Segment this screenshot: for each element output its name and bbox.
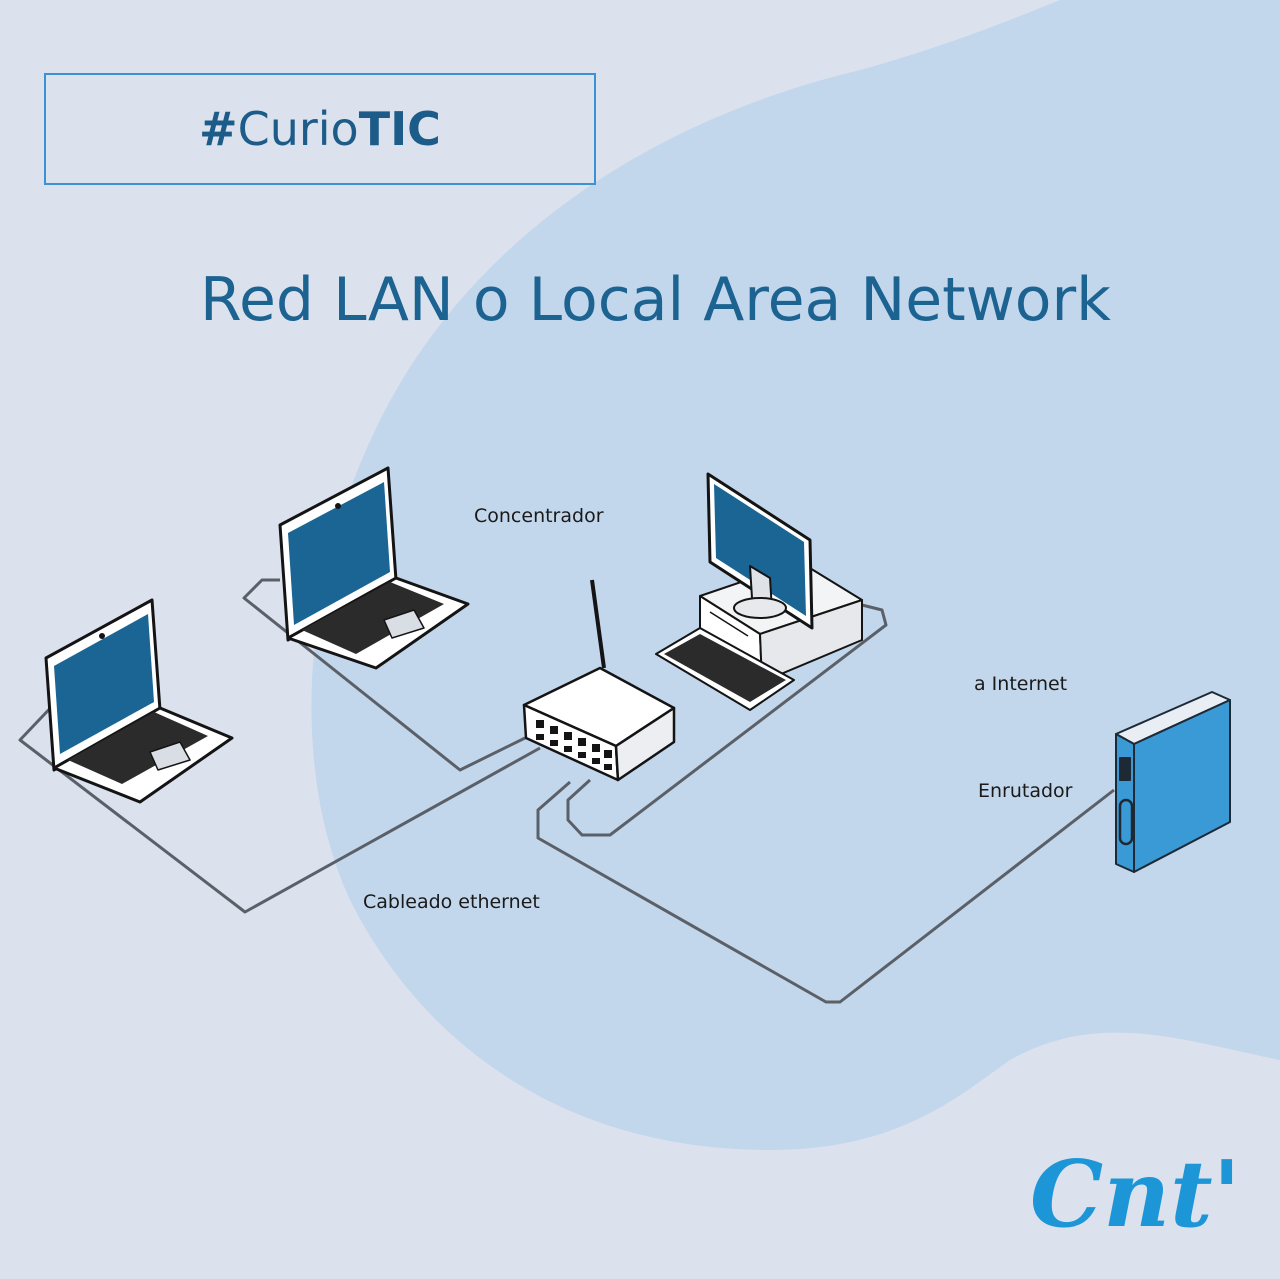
hashtag-symbol: # xyxy=(199,102,238,156)
page-title: Red LAN o Local Area Network xyxy=(200,265,1111,335)
desktop-computer-icon xyxy=(655,472,863,711)
cnt-logo: Cnt' xyxy=(1030,1140,1241,1248)
hashtag-tic: TIC xyxy=(358,102,441,156)
hashtag: #CurioTIC xyxy=(199,102,441,156)
hashtag-box: #CurioTIC xyxy=(44,73,596,185)
router-icon xyxy=(1115,691,1231,873)
ethernet-cables xyxy=(18,578,1115,1004)
label-internet: a Internet xyxy=(974,673,1068,695)
label-router: Enrutador xyxy=(978,780,1073,802)
cable-desktop xyxy=(566,603,888,837)
label-cabling: Cableado ethernet xyxy=(363,891,540,913)
cable-laptop-center xyxy=(242,578,526,772)
hashtag-curio: Curio xyxy=(237,102,359,156)
cable-laptop-left xyxy=(18,698,541,914)
label-hub: Concentrador xyxy=(474,505,604,527)
network-hub-icon xyxy=(522,579,676,782)
laptop-left-icon xyxy=(44,598,234,804)
laptop-center-icon xyxy=(278,466,470,670)
cable-router xyxy=(536,780,1115,1004)
